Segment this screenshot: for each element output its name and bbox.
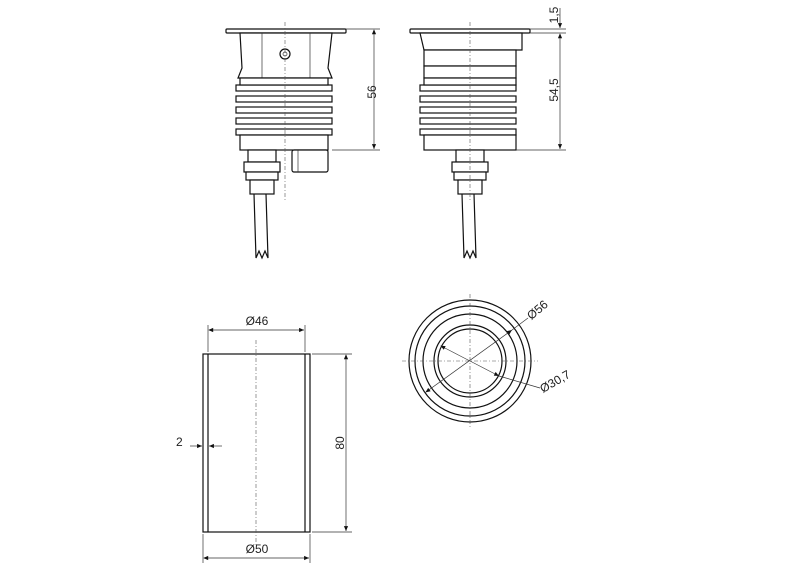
side-view-right	[409, 8, 566, 260]
top-view	[402, 294, 541, 428]
dim-sleeve-d50: Ø50	[246, 542, 269, 556]
dim-height-56: 56	[365, 85, 379, 99]
dim-outer-d56: Ø56	[524, 297, 551, 323]
dim-sleeve-wall-2: 2	[176, 435, 183, 449]
dim-height-54-5: 54,5	[547, 78, 561, 102]
sleeve-view	[190, 325, 352, 563]
dim-sleeve-d46: Ø46	[246, 314, 269, 328]
side-view-left	[225, 22, 380, 260]
dim-sleeve-80: 80	[333, 436, 347, 450]
dim-top-1-5: 1,5	[547, 6, 561, 23]
dim-inner-d30-7: Ø30,7	[537, 367, 573, 396]
